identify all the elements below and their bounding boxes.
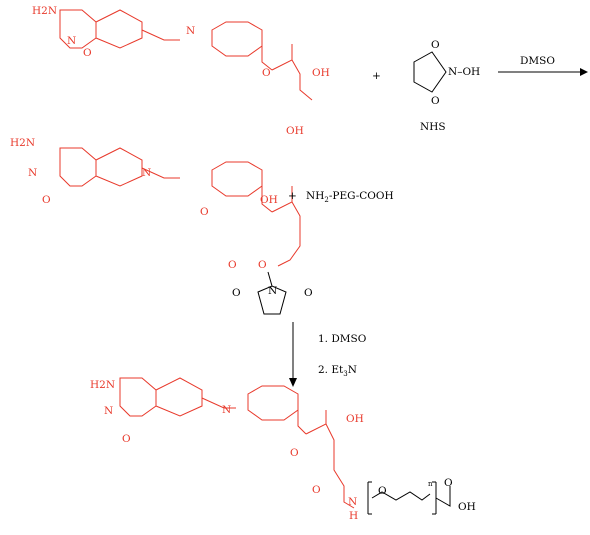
ester-o-label: O [258, 259, 267, 271]
nh-label-3: N [104, 405, 113, 417]
peg-amide-o: O [312, 484, 321, 496]
peg-cooh-oh: OH [458, 501, 476, 513]
plus-sign-1: + [372, 70, 381, 82]
amine-link-label-3: N [222, 404, 231, 416]
folic-acid-structure: H2N N O N O OH OH [32, 5, 330, 137]
reaction-arrow-2 [289, 322, 297, 387]
peg-repeat-n: n [428, 480, 433, 488]
nh-label-2: N [28, 167, 37, 179]
oxo-label: O [83, 47, 92, 59]
amide-o-label-3: O [290, 447, 299, 459]
amine-link-label: N [186, 25, 195, 37]
nhs-n-oh: N–OH [448, 66, 480, 78]
amide-o-label: O [262, 67, 271, 79]
folate-nhs-ester-structure: H2N N O N O OH O O O N O [10, 137, 313, 315]
amino-label-3: H2N [90, 379, 115, 391]
condition-step1: DMSO [520, 55, 555, 67]
nhs-ester-n: N [268, 285, 277, 297]
peg-cooh-o: O [444, 477, 453, 489]
acid-oh-label-3: OH [346, 413, 364, 425]
acid-oh-label: OH [312, 67, 330, 79]
peg-o-label: O [378, 485, 387, 497]
condition-step2-line1: 1. DMSO [318, 333, 367, 345]
folate-peg-product-structure: H2N N O N O OH O N H O n O OH [90, 377, 476, 522]
amino-label-2: H2N [10, 137, 35, 149]
nh-label: N [67, 35, 76, 47]
oxo-label-2: O [42, 194, 51, 206]
oxo-label-3: O [122, 433, 131, 445]
nhs-structure: O N–OH O NHS [413, 39, 480, 133]
nhs-o-bottom: O [431, 95, 440, 107]
nhs-label: NHS [420, 121, 446, 133]
amine-link-label-2: N [142, 167, 151, 179]
condition-step2-line2: 2. Et3N [318, 364, 357, 378]
side-acid-oh-label: OH [286, 125, 304, 137]
amino-label: H2N [32, 5, 57, 17]
peg-amide-n: N [348, 496, 357, 508]
nhs-ester-o-right: O [304, 287, 313, 299]
peg-reagent: NH2-PEG-COOH [306, 190, 394, 204]
ester-carbonyl-o: O [228, 259, 237, 271]
amide-o-label-2: O [200, 206, 209, 218]
nhs-o-top: O [431, 39, 440, 51]
plus-sign-2: + [288, 190, 297, 202]
peg-amide-h: H [349, 510, 358, 522]
nhs-ester-o-left: O [232, 287, 241, 299]
acid-oh-label-2: OH [260, 194, 278, 206]
reaction-arrow-1 [498, 68, 588, 76]
